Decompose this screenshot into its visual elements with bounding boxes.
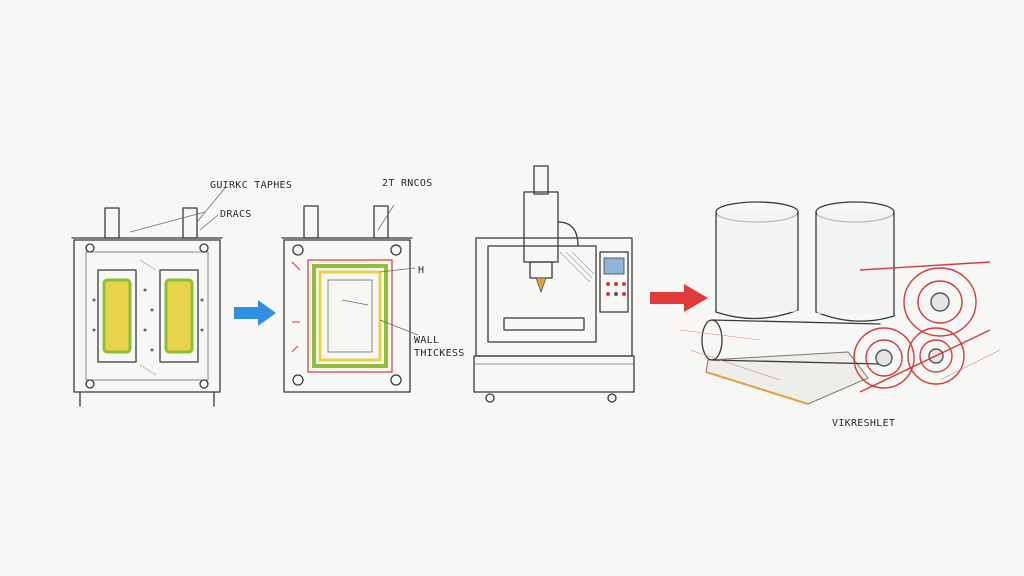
mold1-top-label: GUIRKC TAPHES	[210, 180, 292, 191]
mold1-side-label: DRACS	[220, 209, 252, 220]
mold2-side-label: H	[418, 265, 424, 276]
rolls-caption: VIKRESHLET	[832, 418, 895, 429]
wall-label-line2: THICKESS	[414, 348, 465, 359]
mold2-top-label: 2T RNCOS	[382, 178, 433, 189]
mold-2	[281, 204, 419, 393]
blue-arrow-icon	[234, 300, 276, 326]
wall-label-line1: WALL	[414, 335, 439, 346]
rolls	[679, 201, 1001, 405]
cnc-machine	[473, 165, 635, 403]
red-arrow-icon	[650, 284, 708, 312]
mold-1	[71, 187, 226, 407]
